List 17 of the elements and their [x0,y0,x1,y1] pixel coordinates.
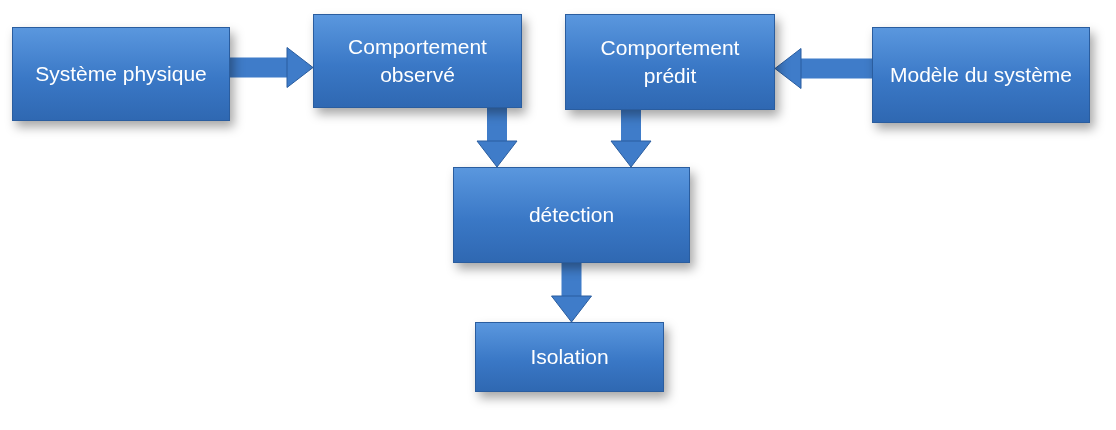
block-arrow [476,108,518,168]
box-label: Modèle du système [889,61,1073,88]
box-label: Système physique [35,60,207,87]
block-arrow [230,47,314,88]
box-label: Isolation [530,343,609,370]
box-label: détection [528,201,615,228]
process-box [313,14,522,108]
box-label: Comportement observé [347,33,488,88]
process-box [475,322,664,392]
process-box [872,27,1090,123]
process-box [565,14,775,110]
block-arrow [610,110,652,168]
block-arrow [551,263,592,323]
process-box [12,27,230,121]
block-arrow [774,48,872,89]
process-box [453,167,690,263]
box-label: Comportement prédit [599,34,741,89]
